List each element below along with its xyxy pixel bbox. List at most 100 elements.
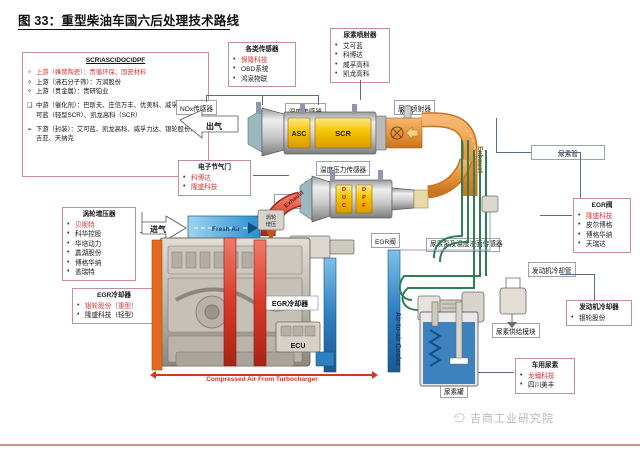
svg-text:EGR冷却器: EGR冷却器 [272, 299, 309, 308]
svg-text:增压: 增压 [266, 220, 276, 228]
callout-list-item: 盖瑞特 [66, 267, 132, 278]
callout-vehicle-urea-title: 车用尿素 [531, 362, 559, 369]
callout-sensors-title: 各类传感器 [245, 46, 279, 53]
leader-throttle [253, 175, 289, 176]
supplier-row: ✧上游（贵金属）：贵研铂业 [27, 87, 204, 96]
leader-urea-pipe-left [496, 152, 531, 153]
callout-turbocharger: 涡轮增压器 贝斯特科华控股华培动力蠡湖股份博格华纳盖瑞特 [62, 207, 136, 281]
svg-text:ASC: ASC [292, 131, 307, 138]
callout-list-item: 博格华纳 [66, 258, 132, 269]
callout-list-item: 鸿泉物联 [232, 74, 292, 85]
label-temp-pressure-sensor: 温度压力传感器 [316, 161, 371, 176]
watermark-logo-icon [454, 413, 465, 423]
supplier-row-text: 中游（催化剂）：巴斯夫、庄信万丰、优美科、威孚环保、艾可蓝（轻型SCR）、凯龙高… [36, 102, 203, 119]
callout-turbocharger-list: 贝斯特科华控股华培动力蠡湖股份博格华纳盖瑞特 [66, 220, 132, 278]
leader-urea-injector [360, 80, 361, 100]
svg-text:ECU: ECU [291, 343, 306, 350]
leader-urea-pipe-v [580, 152, 581, 198]
supplier-row-marker: ✧ [27, 78, 33, 86]
label-egr-valve-part: EGR阀 [371, 233, 400, 248]
callout-egr-valve-list: 隆盛科技皮尔博格博格华纳天瑞达 [577, 211, 627, 250]
svg-text:D: D [342, 187, 346, 193]
supplier-row: ✧上游（沸石分子筛）：万润股份 [27, 78, 204, 87]
callout-throttle: 电子节气门 科博达隆盛科技 [178, 160, 251, 196]
callout-list-item: 隆盛科技（轻型） [76, 310, 152, 321]
title-underline [18, 29, 230, 30]
label-engine-cooling-pipe: 发动机冷却管 [528, 262, 576, 277]
callout-engine-cooler: 发动机冷却器 银轮股份 [566, 300, 632, 327]
supplier-row-marker: ➢ [27, 125, 33, 133]
svg-text:进气: 进气 [150, 224, 166, 234]
svg-text:出气: 出气 [206, 121, 222, 131]
svg-text:涡轮: 涡轮 [266, 213, 276, 221]
leader-vehicle-urea [470, 372, 514, 373]
callout-urea-injector-list: 艾可蓝科博达威孚高科凯龙高科 [334, 41, 386, 80]
svg-text:Air-to-air Cooler: Air-to-air Cooler [394, 312, 401, 366]
svg-text:Fresh Air: Fresh Air [212, 226, 241, 233]
callout-egr-valve-title: EGR阀 [591, 202, 613, 209]
supplier-row-text: 上游（蜂窝陶瓷）：贵循环保、国瓷材料 [36, 68, 147, 76]
leader-urea-pipe-up [496, 118, 497, 152]
callout-list-item: 博格华纳 [577, 230, 627, 241]
leader-sensors-spread [206, 95, 318, 96]
leader-cool-pipe [560, 274, 594, 275]
callout-list-item: 保隆科技 [232, 55, 292, 66]
footer-rule [0, 444, 640, 446]
supplier-row-marker: ✧ [27, 88, 33, 96]
callout-urea-injector: 尿素喷射器 艾可蓝科博达威孚高科凯龙高科 [330, 28, 390, 83]
svg-text:SCR: SCR [335, 129, 351, 138]
callout-list-item: 凯龙高科 [334, 69, 386, 80]
supplier-row-text: 上游（贵金属）：贵研铂业 [36, 88, 109, 96]
callout-egr-cooler: EGR冷却器 银轮股份（重型）隆盛科技（轻型） [72, 288, 156, 324]
callout-list-item: 科博达 [182, 173, 247, 184]
callout-list-item: 银轮股份 [570, 313, 628, 324]
svg-text:P: P [362, 195, 366, 201]
supplier-row: ✧上游（蜂窝陶瓷）：贵循环保、国瓷材料 [27, 68, 204, 77]
callout-list-item: 隆盛科技 [577, 211, 627, 222]
leader-sensors-down [262, 95, 263, 105]
callout-list-item: 威孚高科 [334, 60, 386, 71]
callout-urea-injector-title: 尿素喷射器 [343, 32, 377, 39]
page-title: 图 33：重型柴油车国六后处理技术路线 [18, 14, 240, 28]
callout-list-item: 科华控股 [66, 229, 132, 240]
callout-list-item: 银轮股份（重型） [76, 301, 152, 312]
callout-vehicle-urea-list: 龙蟠科技四川美丰 [519, 371, 571, 391]
svg-text:O: O [342, 195, 347, 201]
callout-list-item: 四川美丰 [519, 380, 571, 391]
callout-list-item: 天瑞达 [577, 239, 627, 250]
callout-egr-cooler-list: 银轮股份（重型）隆盛科技（轻型） [76, 301, 152, 321]
leader-sensors-right [318, 95, 319, 105]
leader-sensors-left [206, 95, 207, 102]
callout-throttle-list: 科博达隆盛科技 [182, 173, 247, 193]
callout-list-item: 科博达 [334, 50, 386, 61]
leader-cool-pipe-v [594, 274, 595, 300]
callout-egr-cooler-title: EGR冷却器 [96, 292, 132, 299]
leader-egr-valve [540, 215, 572, 216]
callout-list-item: 隆盛科技 [182, 182, 247, 193]
supplier-row-marker: ✧ [27, 68, 33, 76]
svg-text:Compressed Air From Turbocharg: Compressed Air From Turbocharger [206, 376, 318, 383]
callout-list-item: 龙蟠科技 [519, 371, 571, 382]
supplier-row-marker: ❑ [27, 102, 33, 110]
callout-list-item: 贝斯特 [66, 220, 132, 231]
callout-list-item: 华培动力 [66, 239, 132, 250]
callout-list-item: 艾可蓝 [334, 41, 386, 52]
callout-vehicle-urea: 车用尿素 龙蟠科技四川美丰 [515, 358, 575, 394]
supplier-panel-rows: ✧上游（蜂窝陶瓷）：贵循环保、国瓷材料✧上游（沸石分子筛）：万润股份✧上游（贵金… [27, 68, 204, 144]
supplier-row-text: 上游（沸石分子筛）：万润股份 [36, 78, 122, 86]
label-urea-tank: 尿素罐 [440, 383, 468, 398]
callout-engine-cooler-list: 银轮股份 [570, 313, 628, 324]
supplier-row-text: 下游（封装）：艾可蓝、凯龙高科、威孚力达、银轮股份、佛吉亚、天纳克 [36, 125, 203, 143]
callout-egr-valve: EGR阀 隆盛科技皮尔博格博格华纳天瑞达 [573, 198, 631, 253]
callout-turbocharger-title: 涡轮增压器 [82, 211, 116, 218]
leader-urea-pipe [558, 152, 580, 153]
callout-list-item: 蠡湖股份 [66, 248, 132, 259]
watermark-text: 吉商工业研究院 [470, 413, 554, 425]
callout-list-item: 皮尔博格 [577, 220, 627, 231]
supplier-row: ➢下游（封装）：艾可蓝、凯龙高科、威孚力达、银轮股份、佛吉亚、天纳克 [27, 125, 204, 144]
callout-engine-cooler-title: 发动机冷却器 [579, 304, 619, 311]
supplier-panel-heading: SCR\ASC\DOC\DPF [85, 57, 146, 64]
svg-text:D: D [362, 187, 366, 193]
